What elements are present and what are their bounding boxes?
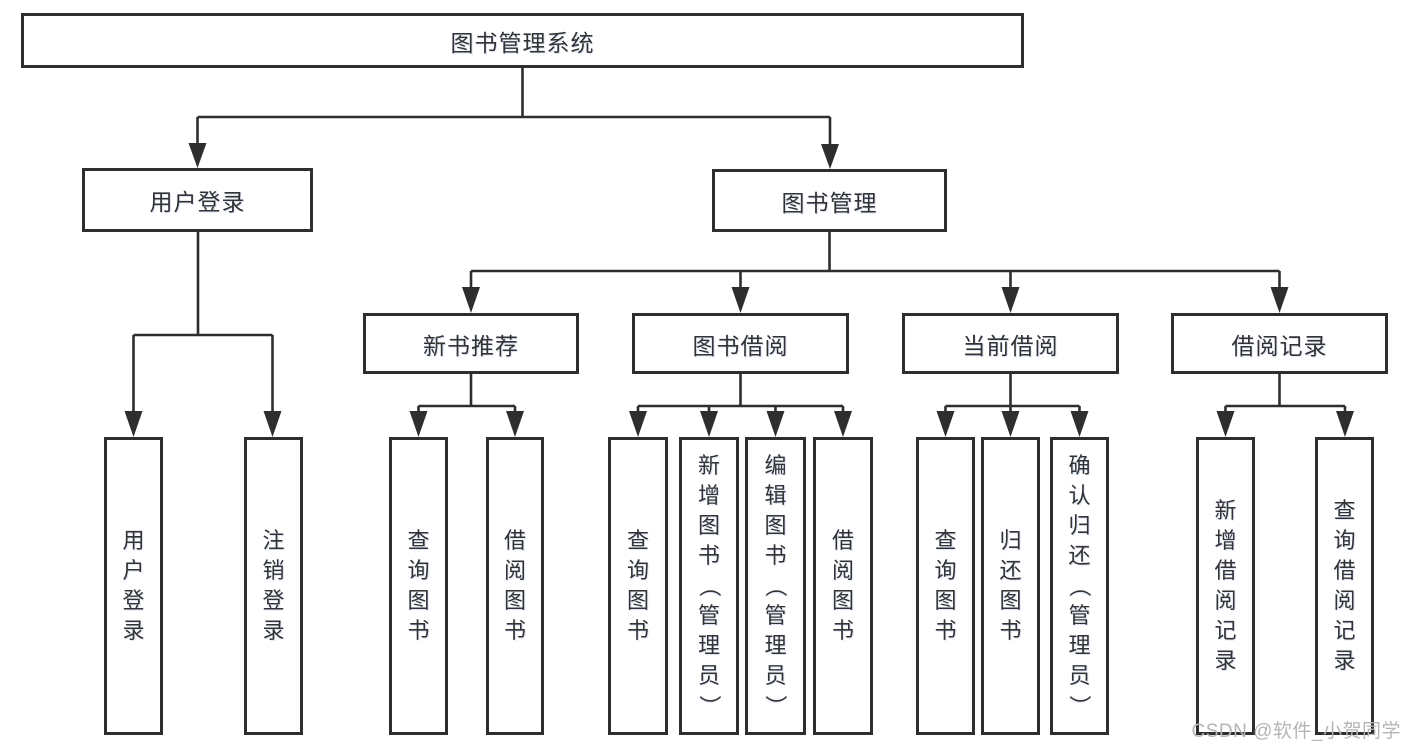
leaf-borrow-books-recommend: 借阅图书 bbox=[486, 437, 544, 735]
node-root-label: 图书管理系统 bbox=[450, 29, 595, 56]
arrow-leaf-5 bbox=[700, 411, 718, 437]
connector-user-login bbox=[132, 232, 274, 413]
arrow-book-management bbox=[821, 144, 839, 169]
leaf-query-books-current: 查询图书 bbox=[916, 437, 975, 735]
leaf-query-books-borrow-label: 查询图书 bbox=[626, 528, 649, 643]
leaf-query-books-borrow: 查询图书 bbox=[608, 437, 668, 735]
arrow-current-borrow bbox=[1001, 287, 1020, 313]
arrow-leaf-11 bbox=[1216, 411, 1235, 437]
leaf-return-books-label: 归还图书 bbox=[999, 528, 1022, 643]
connector-book-borrow bbox=[636, 374, 845, 412]
csdn-watermark: CSDN @软件_小贺同学 bbox=[1191, 721, 1401, 742]
node-current-borrow: 当前借阅 bbox=[902, 313, 1119, 374]
node-new-book-recommend-label: 新书推荐 bbox=[423, 332, 519, 359]
node-borrow-record-label: 借阅记录 bbox=[1231, 332, 1328, 359]
connector-book-management bbox=[469, 232, 1281, 288]
arrow-leaf-1 bbox=[263, 411, 282, 437]
arrow-leaf-8 bbox=[936, 411, 955, 437]
node-new-book-recommend: 新书推荐 bbox=[363, 313, 579, 374]
leaf-user-login-label: 用户登录 bbox=[122, 528, 145, 643]
leaf-borrow-books: 借阅图书 bbox=[813, 437, 873, 735]
node-root: 图书管理系统 bbox=[21, 13, 1024, 68]
leaf-query-borrow-record: 查询借阅记录 bbox=[1315, 437, 1374, 735]
leaf-add-borrow-record-label: 新增借阅记录 bbox=[1214, 498, 1237, 673]
leaf-return-books: 归还图书 bbox=[981, 437, 1040, 735]
connector-borrow-record bbox=[1224, 374, 1347, 412]
arrow-leaf-0 bbox=[124, 411, 143, 437]
node-book-borrow: 图书借阅 bbox=[632, 313, 849, 374]
arrow-leaf-12 bbox=[1336, 411, 1354, 437]
arrow-leaf-3 bbox=[506, 411, 524, 437]
leaf-logout-login: 注销登录 bbox=[244, 437, 303, 735]
connector-root bbox=[196, 68, 832, 146]
leaf-query-books-recommend-label: 查询图书 bbox=[407, 528, 430, 643]
arrow-leaf-2 bbox=[409, 411, 428, 437]
leaf-query-books-recommend: 查询图书 bbox=[389, 437, 448, 735]
leaf-borrow-books-recommend-label: 借阅图书 bbox=[503, 528, 526, 643]
arrow-leaf-7 bbox=[834, 411, 852, 437]
arrow-user-login bbox=[188, 143, 207, 168]
arrow-leaf-6 bbox=[766, 411, 785, 437]
arrow-leaf-4 bbox=[629, 411, 647, 437]
leaf-edit-books-admin-label: 编辑图书（管理员） bbox=[763, 453, 789, 718]
leaf-query-borrow-record-label: 查询借阅记录 bbox=[1333, 498, 1356, 673]
connector-current-borrow bbox=[944, 374, 1081, 412]
leaf-borrow-books-label: 借阅图书 bbox=[831, 528, 854, 643]
node-book-borrow-label: 图书借阅 bbox=[692, 332, 789, 359]
node-current-borrow-label: 当前借阅 bbox=[962, 332, 1059, 359]
leaf-add-books-admin-label: 新增图书（管理员） bbox=[696, 453, 722, 718]
leaf-query-books-current-label: 查询图书 bbox=[934, 528, 957, 643]
arrow-new-book bbox=[462, 287, 480, 313]
leaf-add-borrow-record: 新增借阅记录 bbox=[1196, 437, 1255, 735]
leaf-edit-books-admin: 编辑图书（管理员） bbox=[745, 437, 806, 735]
arrow-book-borrow bbox=[731, 287, 750, 313]
arrow-leaf-9 bbox=[1001, 411, 1020, 437]
leaf-confirm-return-admin: 确认归还（管理员） bbox=[1050, 437, 1109, 735]
node-book-management: 图书管理 bbox=[712, 169, 947, 232]
leaf-user-login: 用户登录 bbox=[104, 437, 163, 735]
arrow-leaf-10 bbox=[1070, 411, 1089, 437]
leaf-logout-login-label: 注销登录 bbox=[262, 528, 285, 643]
node-book-management-label: 图书管理 bbox=[781, 189, 878, 216]
leaf-confirm-return-admin-label: 确认归还（管理员） bbox=[1067, 453, 1093, 718]
connector-new-book bbox=[417, 374, 517, 412]
arrow-borrow-record bbox=[1270, 287, 1289, 313]
node-user-login: 用户登录 bbox=[82, 168, 313, 232]
node-user-login-label: 用户登录 bbox=[149, 189, 246, 215]
leaf-add-books-admin: 新增图书（管理员） bbox=[679, 437, 739, 735]
node-borrow-record: 借阅记录 bbox=[1171, 313, 1388, 374]
